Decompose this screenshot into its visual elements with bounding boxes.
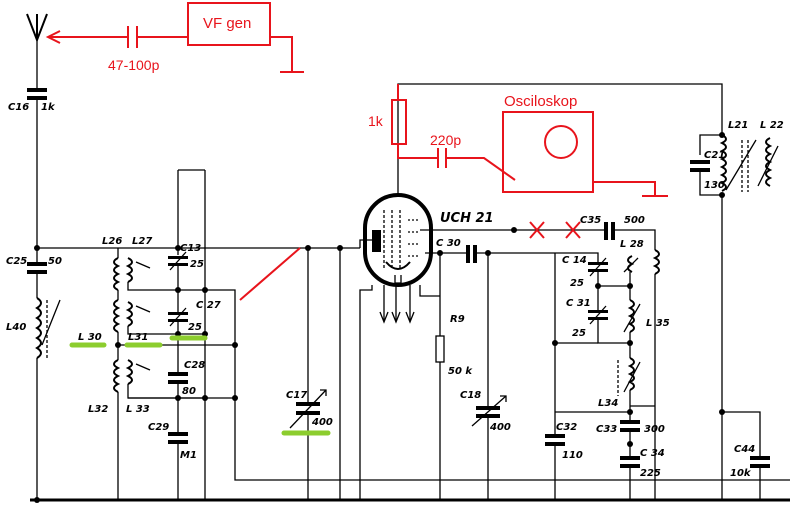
label-c30: C 30 bbox=[436, 238, 461, 249]
label-c17-value: 400 bbox=[311, 417, 333, 428]
label-c17: C17 bbox=[286, 390, 307, 401]
variable-capacitor-c17 bbox=[289, 389, 327, 429]
label-l35: L 35 bbox=[646, 318, 670, 329]
label-c16-value: 1k bbox=[41, 102, 56, 113]
trimmer-c13 bbox=[168, 251, 188, 271]
label-c28: C28 bbox=[184, 360, 205, 371]
label-c18: C18 bbox=[460, 390, 481, 401]
coil-l28-secondary bbox=[623, 255, 639, 273]
series-resistor-label: 1k bbox=[368, 113, 384, 129]
label-c25-value: 50 bbox=[48, 256, 62, 267]
label-c28-value: 80 bbox=[182, 386, 196, 397]
label-l26: L26 bbox=[102, 236, 122, 247]
label-c29: C29 bbox=[148, 422, 169, 433]
capacitor-c44 bbox=[750, 456, 770, 468]
coil-l34 bbox=[617, 357, 641, 396]
label-c35-value: 500 bbox=[624, 215, 645, 226]
label-c13: C13 bbox=[180, 243, 201, 254]
coil-l33 bbox=[125, 359, 151, 385]
label-c44-value: 10k bbox=[730, 468, 752, 479]
label-c14-value: 25 bbox=[570, 278, 584, 289]
generator-coupling-label: 47-100p bbox=[108, 57, 160, 73]
capacitor-c25 bbox=[27, 262, 47, 274]
label-c35: C35 bbox=[580, 215, 601, 226]
label-l33: L 33 bbox=[126, 404, 150, 415]
label-r9: R9 bbox=[450, 314, 465, 325]
coil-l30 bbox=[113, 299, 121, 333]
label-c31: C 31 bbox=[566, 298, 591, 309]
label-c32-value: 110 bbox=[562, 450, 583, 461]
label-l22: L 22 bbox=[760, 120, 784, 131]
label-c21: C21 bbox=[704, 150, 725, 161]
capacitor-c34 bbox=[620, 456, 640, 468]
coil-l31 bbox=[125, 301, 151, 327]
label-c27-value: 25 bbox=[188, 322, 202, 333]
label-l32: L32 bbox=[88, 404, 108, 415]
label-c25: C25 bbox=[6, 256, 27, 267]
label-c18-value: 400 bbox=[489, 422, 511, 433]
capacitor-c32 bbox=[545, 434, 565, 446]
vf-generator-label: VF gen bbox=[203, 15, 251, 32]
trimmer-c27 bbox=[168, 307, 188, 327]
test-setup-annotation: VF gen 47-100p 1k 220p Osciloskop bbox=[45, 2, 668, 301]
coil-l22 bbox=[757, 137, 779, 187]
tube-type-label: UCH 21 bbox=[440, 211, 494, 226]
capacitor-c28 bbox=[168, 372, 188, 384]
capacitor-c30 bbox=[466, 245, 477, 263]
label-c32: C32 bbox=[556, 422, 577, 433]
label-l40: L40 bbox=[6, 322, 26, 333]
tube-uch21 bbox=[363, 193, 433, 287]
coil-l40 bbox=[35, 297, 61, 360]
antenna-icon bbox=[26, 13, 48, 43]
coil-l35 bbox=[623, 299, 641, 333]
capacitor-c16 bbox=[27, 88, 47, 100]
oscilloscope-label: Osciloskop bbox=[504, 93, 577, 110]
variable-capacitor-c18 bbox=[471, 395, 507, 427]
label-l21: L21 bbox=[728, 120, 748, 131]
label-c44: C44 bbox=[734, 444, 755, 455]
coil-l26 bbox=[113, 257, 121, 291]
label-l30: L 30 bbox=[78, 332, 102, 343]
trimmer-c31 bbox=[588, 305, 608, 325]
label-c27: C 27 bbox=[196, 300, 221, 311]
label-c29-value: M1 bbox=[180, 450, 197, 461]
coil-l21 bbox=[719, 134, 757, 192]
label-c14: C 14 bbox=[562, 255, 587, 266]
label-c21-value: 130 bbox=[704, 180, 725, 191]
label-c16: C16 bbox=[8, 102, 29, 113]
capacitor-c29 bbox=[168, 432, 188, 444]
label-l31: L31 bbox=[128, 332, 148, 343]
label-l28: L 28 bbox=[620, 239, 644, 250]
label-r9-value: 50 k bbox=[448, 366, 473, 377]
label-c13-value: 25 bbox=[190, 259, 204, 270]
highlight-markers bbox=[69, 335, 331, 436]
label-c33: C33 bbox=[596, 424, 617, 435]
capacitor-c33 bbox=[620, 420, 640, 432]
trimmer-c14 bbox=[588, 257, 608, 277]
coil-l28 bbox=[652, 249, 660, 275]
probe-capacitor-label: 220p bbox=[430, 132, 461, 148]
label-c31-value: 25 bbox=[572, 328, 586, 339]
label-c34: C 34 bbox=[640, 448, 665, 459]
capacitor-c35 bbox=[604, 222, 615, 240]
label-l27: L27 bbox=[132, 236, 152, 247]
capacitor-c21 bbox=[690, 160, 710, 172]
coil-l32 bbox=[113, 359, 121, 393]
label-l34: L34 bbox=[598, 398, 618, 409]
label-c34-value: 225 bbox=[640, 468, 661, 479]
coil-l27 bbox=[125, 257, 151, 283]
resistor-r9 bbox=[435, 335, 445, 363]
